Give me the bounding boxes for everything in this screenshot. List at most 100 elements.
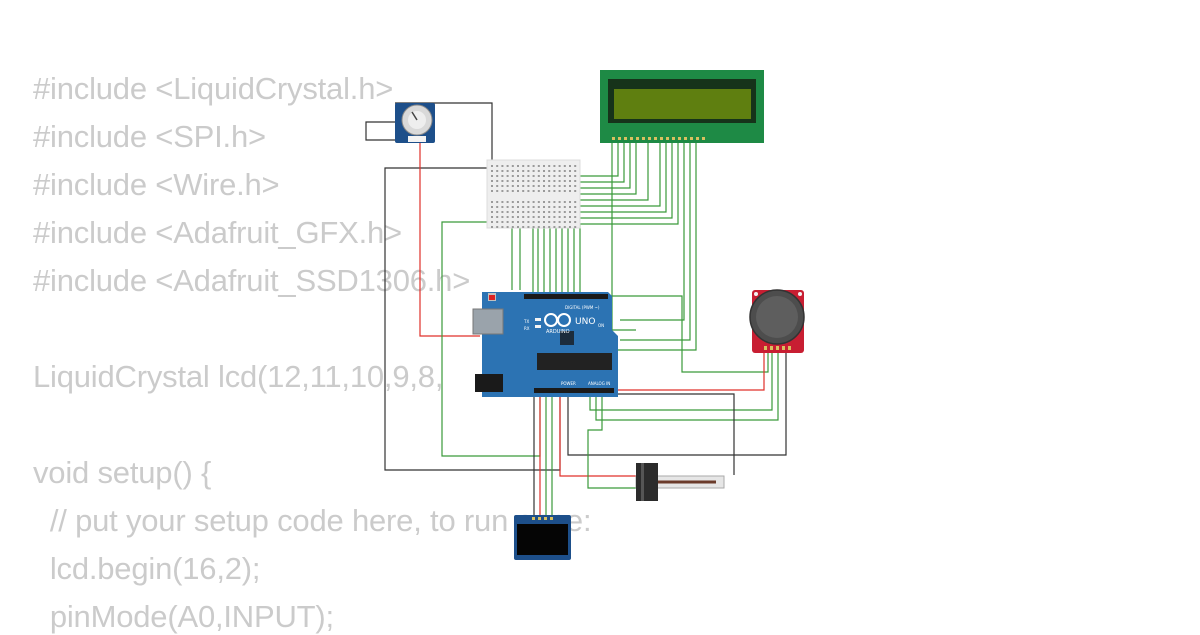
breadboard-hole xyxy=(517,201,519,203)
breadboard-hole xyxy=(563,201,566,203)
breadboard-hole xyxy=(537,226,540,228)
breadboard-hole xyxy=(532,201,535,203)
breadboard-hole xyxy=(491,216,493,218)
breadboard-hole xyxy=(517,180,519,182)
lcd-pin xyxy=(618,137,621,140)
breadboard-hole xyxy=(501,180,504,182)
wire xyxy=(580,393,735,475)
breadboard-hole xyxy=(522,165,525,167)
wire xyxy=(543,142,631,300)
wire xyxy=(589,352,773,411)
breadboard-hole xyxy=(522,190,525,192)
code-line: // put your setup code here, to run once… xyxy=(33,503,592,538)
breadboard-hole xyxy=(511,226,514,228)
wire xyxy=(600,142,697,351)
breadboard-hole xyxy=(511,221,514,223)
lcd-pin xyxy=(624,137,627,140)
breadboard-hole xyxy=(543,211,545,213)
breadboard-hole xyxy=(527,206,530,208)
wire xyxy=(587,395,636,489)
code-line: #include <LiquidCrystal.h> xyxy=(33,71,394,106)
breadboard-hole xyxy=(491,211,493,213)
breadboard-hole xyxy=(548,216,551,218)
breadboard-hole xyxy=(553,216,556,218)
breadboard-hole xyxy=(506,185,509,187)
breadboard-hole xyxy=(553,206,556,208)
joystick-pin xyxy=(770,346,773,350)
breadboard-hole xyxy=(543,206,545,208)
breadboard-hole xyxy=(522,175,525,177)
lcd-pin xyxy=(654,137,657,140)
breadboard-hole xyxy=(527,180,530,182)
breadboard-hole xyxy=(574,180,577,182)
breadboard-hole xyxy=(537,180,540,182)
breadboard-hole xyxy=(548,201,551,203)
oled-pin xyxy=(538,517,541,520)
breadboard[interactable] xyxy=(486,159,581,229)
breadboard-hole xyxy=(537,221,540,223)
breadboard-hole xyxy=(491,190,493,192)
joystick-pin xyxy=(788,346,791,350)
breadboard-hole xyxy=(532,170,535,172)
breadboard-hole xyxy=(548,221,551,223)
breadboard-hole xyxy=(532,180,535,182)
wire xyxy=(573,142,673,300)
lcd-16x2[interactable] xyxy=(600,70,764,143)
breadboard-hole xyxy=(506,165,509,167)
breadboard-hole xyxy=(501,190,504,192)
breadboard-hole xyxy=(511,175,514,177)
breadboard-hole xyxy=(569,180,571,182)
slide-potentiometer[interactable] xyxy=(635,463,725,501)
lcd-pin xyxy=(660,137,663,140)
breadboard-hole xyxy=(553,180,556,182)
wire xyxy=(561,142,661,300)
breadboard-hole xyxy=(511,185,514,187)
oled-display[interactable] xyxy=(514,515,571,560)
breadboard-hole xyxy=(563,180,566,182)
breadboard-hole xyxy=(569,216,571,218)
breadboard-hole xyxy=(569,226,571,228)
arduino-brand-label: ARDUINO xyxy=(546,329,570,335)
joystick-module[interactable] xyxy=(749,289,805,353)
breadboard-hole xyxy=(496,216,499,218)
breadboard-hole xyxy=(548,175,551,177)
breadboard-hole xyxy=(496,201,499,203)
breadboard-hole xyxy=(543,170,545,172)
breadboard-hole xyxy=(543,180,545,182)
breadboard-hole xyxy=(569,206,571,208)
breadboard-hole xyxy=(553,226,556,228)
arduino-uno-board[interactable]: UNO ARDUINO DIGITAL (PWM ~) ANALOG IN PO… xyxy=(472,292,618,397)
breadboard-hole xyxy=(548,170,551,172)
breadboard-hole xyxy=(563,221,566,223)
breadboard-hole xyxy=(527,201,530,203)
breadboard-hole xyxy=(501,221,504,223)
breadboard-hole xyxy=(522,211,525,213)
breadboard-hole xyxy=(496,190,499,192)
breadboard-hole xyxy=(569,211,571,213)
breadboard-hole xyxy=(506,190,509,192)
breadboard-hole xyxy=(511,165,514,167)
wire xyxy=(570,352,765,391)
breadboard-hole xyxy=(563,190,566,192)
breadboard-hole xyxy=(558,201,561,203)
breadboard-hole xyxy=(563,185,566,187)
breadboard-hole xyxy=(501,211,504,213)
breadboard-hole xyxy=(532,206,535,208)
wire xyxy=(620,142,691,341)
breadboard-hole xyxy=(522,170,525,172)
breadboard-hole xyxy=(569,221,571,223)
arduino-digital-label: DIGITAL (PWM ~) xyxy=(565,305,600,310)
breadboard-hole xyxy=(558,185,561,187)
breadboard-hole xyxy=(574,170,577,172)
breadboard-hole xyxy=(517,226,519,228)
rotary-potentiometer[interactable] xyxy=(395,103,435,143)
breadboard-hole xyxy=(496,206,499,208)
arduino-rx-label: RX xyxy=(524,326,530,331)
breadboard-hole xyxy=(548,211,551,213)
breadboard-hole xyxy=(558,221,561,223)
breadboard-hole xyxy=(517,175,519,177)
wire xyxy=(612,295,769,373)
breadboard-hole xyxy=(491,185,493,187)
arduino-analog-label: ANALOG IN xyxy=(588,381,610,386)
